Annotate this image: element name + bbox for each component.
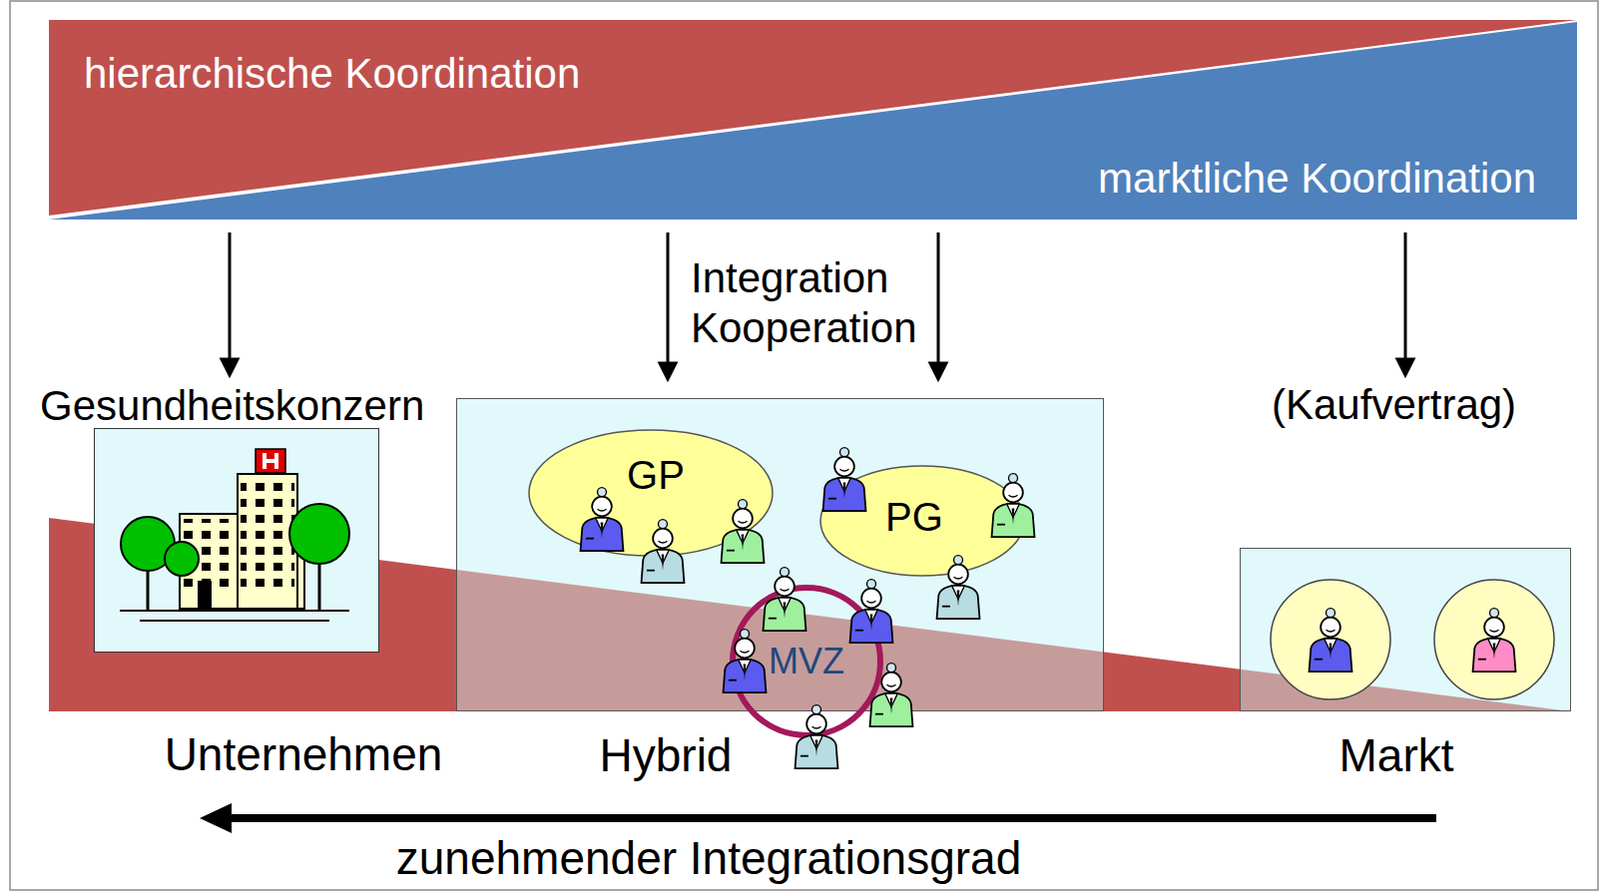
node-text: Markt bbox=[1339, 728, 1455, 784]
node-text: hierarchische Koordination bbox=[83, 48, 580, 99]
hospital-icon bbox=[119, 449, 350, 621]
node-text: Unternehmen bbox=[164, 727, 444, 783]
ellipse-shape bbox=[820, 466, 1025, 576]
doctor-icon bbox=[850, 579, 894, 644]
doctor-icon bbox=[641, 520, 685, 584]
doctor-icon bbox=[823, 448, 867, 513]
axis-label: zunehmender Integrationsgrad bbox=[396, 831, 1023, 887]
doctor-icon bbox=[870, 663, 914, 728]
mvz-ring: MVZ bbox=[729, 584, 884, 739]
node-text: Hybrid bbox=[599, 728, 733, 784]
coordination-band: hierarchische Koordination marktliche Koo… bbox=[48, 19, 1578, 220]
hybrid-box: HybridGPPGMVZ bbox=[456, 398, 1104, 712]
outer-frame bbox=[9, 0, 1599, 891]
market-wedge bbox=[48, 21, 1578, 220]
doctor-icon bbox=[580, 488, 624, 552]
company-box: GesundheitskonzernUnternehmen bbox=[93, 428, 380, 653]
ellipse-shape bbox=[529, 430, 773, 556]
node-text: Gesundheitskonzern bbox=[39, 381, 425, 432]
contract-label: (Kaufvertrag) bbox=[1271, 380, 1517, 431]
ring-shape bbox=[732, 587, 881, 736]
node-text: marktliche Koordination bbox=[1097, 153, 1537, 204]
gp-ellipse: GP bbox=[528, 429, 774, 557]
doctor-icon bbox=[723, 629, 767, 694]
market-circles bbox=[1270, 579, 1555, 700]
doctor-icon bbox=[763, 567, 807, 632]
node-text: MVZ bbox=[768, 639, 845, 683]
doctor-icons bbox=[580, 448, 1517, 770]
doctor-icon bbox=[937, 555, 981, 620]
doctor-icon bbox=[1309, 608, 1353, 673]
down-arrows bbox=[221, 232, 1414, 380]
doctor-icon bbox=[1473, 608, 1517, 673]
doctor-icon bbox=[992, 474, 1036, 538]
integration-arrow bbox=[199, 803, 1437, 834]
cooperation-label: Integration Kooperation bbox=[690, 253, 931, 355]
doctor-icon bbox=[795, 705, 839, 770]
node-text: PG bbox=[885, 493, 944, 541]
pg-ellipse: PG bbox=[819, 465, 1026, 577]
node-text: GP bbox=[626, 451, 685, 500]
doctor-icon bbox=[721, 500, 765, 564]
market-box: Markt bbox=[1239, 547, 1572, 712]
